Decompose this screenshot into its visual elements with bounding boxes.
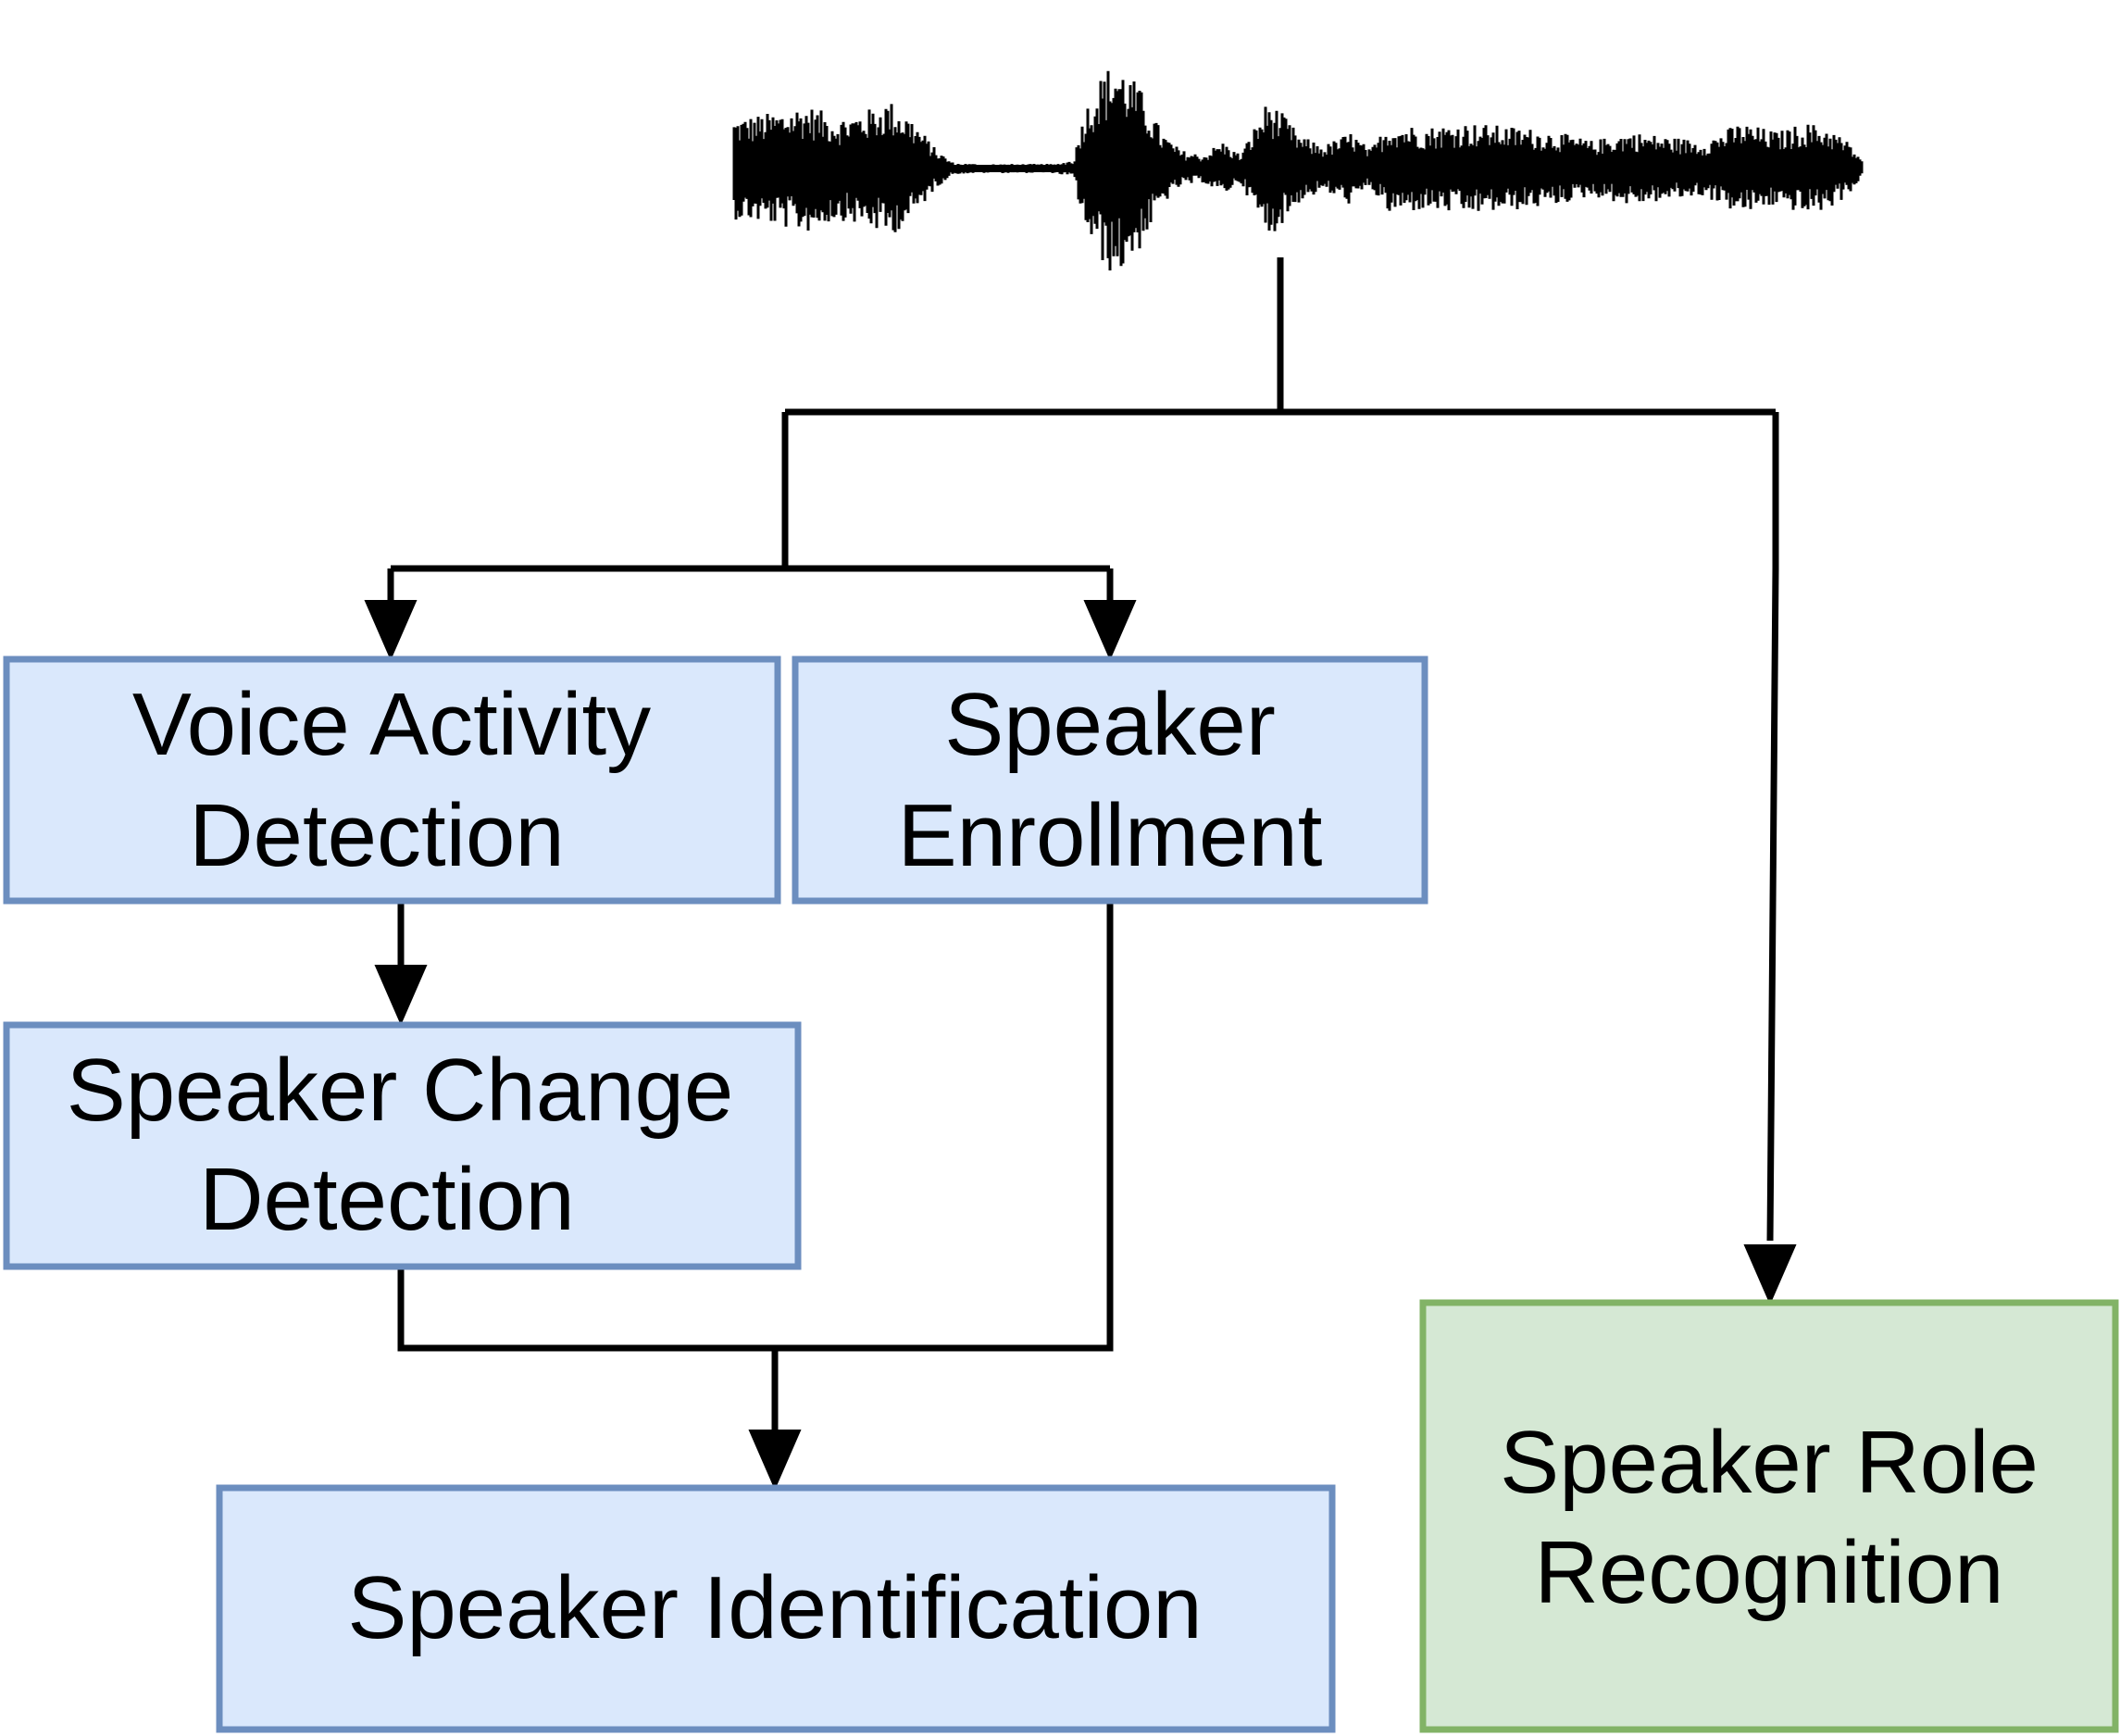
scd-label-line2: Detection <box>199 1150 575 1249</box>
box-srr-shape <box>1419 1299 2119 1733</box>
box-speaker-role-recognition: Speaker Role Recognition <box>1419 1299 2119 1733</box>
connectors <box>387 257 1779 1437</box>
audio-waveform <box>732 70 1864 271</box>
arrowhead-enrollment <box>1083 600 1137 661</box>
box-sid-shape <box>216 1484 1336 1733</box>
box-enrollment-shape <box>792 656 1428 905</box>
box-speaker-enrollment: Speaker Enrollment <box>792 656 1428 905</box>
vad-label-line2: Detection <box>189 786 565 885</box>
box-speaker-change-detection: Speaker Change Detection <box>3 1021 802 1270</box>
arrowhead-vad <box>364 600 418 661</box>
srr-label-line1: Speaker Role <box>1500 1413 2039 1512</box>
box-vad-shape <box>3 656 781 905</box>
arrowhead-role-recognition <box>1743 1244 1797 1305</box>
scd-label-line1: Speaker Change <box>67 1041 734 1140</box>
sid-label: Speaker Identification <box>347 1558 1202 1657</box>
arrowhead-scd <box>374 965 428 1026</box>
box-speaker-identification: Speaker Identification <box>216 1484 1336 1733</box>
connector-to-role-recognition <box>1766 412 1779 1242</box>
connector-merge <box>397 903 1114 1352</box>
arrowheads <box>364 600 1797 1491</box>
box-voice-activity-detection: Voice Activity Detection <box>3 656 781 905</box>
vad-label-line1: Voice Activity <box>132 675 651 774</box>
arrowhead-identification <box>748 1430 802 1491</box>
enrollment-label-line1: Speaker <box>944 675 1276 774</box>
enrollment-label-line2: Enrollment <box>898 786 1323 885</box>
srr-label-line2: Recognition <box>1535 1523 2004 1622</box>
box-scd-shape <box>3 1021 802 1270</box>
